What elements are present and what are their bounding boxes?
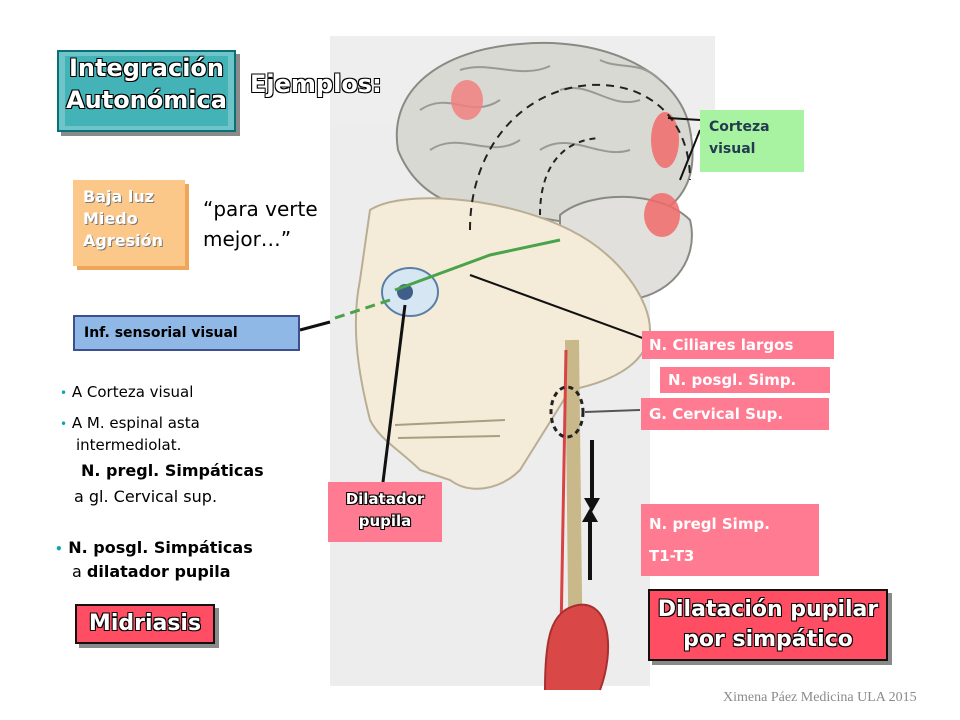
label-pregl-box: N. pregl Simp. T1-T3 [641, 504, 819, 576]
bullet-pregl: N. pregl. Simpáticas [81, 461, 264, 480]
corteza-line-1: Corteza [709, 119, 770, 135]
title-box: Integración Autonómica [57, 50, 236, 132]
midriasis-box: Midriasis [75, 604, 215, 644]
bullet-posgl-text: N. posgl. Simpáticas [68, 538, 253, 557]
pointer-corteza [667, 117, 701, 121]
corteza-line-2: visual [709, 141, 756, 157]
trigger-agresion: Agresión [83, 231, 163, 250]
bullet-posgl: • N. posgl. Simpáticas [55, 538, 253, 557]
visual-pathway [469, 83, 691, 231]
bullet-espinal: • A M. espinal asta [60, 413, 200, 435]
pointer-inf-dash [334, 298, 391, 320]
bullet-dot: • [60, 386, 68, 400]
triggers-box: Baja luz Miedo Agresión [73, 180, 185, 266]
aorta [544, 603, 610, 691]
teeth [394, 419, 506, 439]
label-cervical: G. Cervical Sup. [641, 398, 829, 430]
bullet-corteza: • A Corteza visual [60, 383, 193, 401]
arrow-up-1-head [582, 508, 598, 522]
dilatacion-box: Dilatación pupilar por simpático [648, 589, 888, 661]
frontal-highlight [451, 80, 483, 120]
pointer-dilatador [381, 304, 407, 483]
bullet-espinal-2: intermediolat. [76, 436, 182, 454]
trigger-miedo: Miedo [83, 209, 138, 228]
optic-nerve [394, 238, 561, 292]
label-dilatador: Dilatador pupila [328, 482, 442, 542]
visual-cortex-highlight [651, 112, 679, 168]
bullet-espinal-text: A M. espinal asta [71, 414, 200, 432]
label-posgl: N. posgl. Simp. [660, 367, 830, 393]
bullet-posgl-prefix: a [72, 562, 82, 581]
quote-line-1: “para verte [203, 197, 318, 221]
corteza-visual-label: Corteza visual [700, 110, 804, 172]
label-ciliares: N. Ciliares largos [642, 331, 834, 359]
label-pregl: N. pregl Simp. [649, 515, 770, 533]
quote-text: “para verte mejor…” [203, 194, 318, 254]
bullet-posgl-2: a dilatador pupila [72, 562, 231, 581]
ganglion-outline [549, 385, 585, 439]
bullet-posgl-target: dilatador pupila [86, 562, 231, 581]
dilatacion-line-1: Dilatación pupilar [657, 597, 879, 622]
skull [354, 197, 652, 490]
visual-pathway-2 [539, 137, 601, 216]
bullet-dot: • [55, 542, 63, 556]
arrow-down-1-head [584, 498, 600, 512]
footer-credit: Ximena Páez Medicina ULA 2015 [723, 690, 917, 705]
visual-cortex-highlight-2 [644, 193, 680, 237]
title-line-2: Autonómica [66, 86, 227, 114]
title-line-1: Integración [68, 54, 224, 82]
pointer-inf [299, 320, 331, 332]
ejemplos-heading: Ejemplos: [250, 70, 382, 98]
dilatacion-line-2: por simpático [683, 627, 853, 652]
dilatador-line-2: pupila [358, 512, 412, 530]
quote-line-2: mejor…” [203, 227, 292, 251]
trigger-baja-luz: Baja luz [83, 187, 155, 206]
dilatador-line-1: Dilatador [345, 490, 425, 508]
label-t1t3: T1-T3 [649, 547, 695, 565]
pointer-ciliares [469, 274, 649, 341]
pointer-cervical [584, 409, 641, 413]
pointer-corteza-2 [679, 129, 701, 181]
inf-sensorial-box: Inf. sensorial visual [73, 315, 300, 351]
bullet-pregl-2: a gl. Cervical sup. [74, 487, 218, 506]
bullet-dot: • [60, 417, 68, 431]
bullet-corteza-text: A Corteza visual [71, 383, 194, 401]
